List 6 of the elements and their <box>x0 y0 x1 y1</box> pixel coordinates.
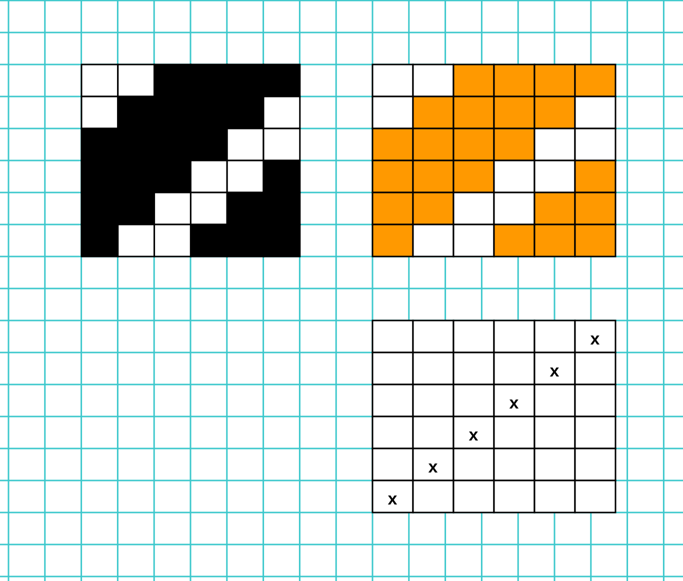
cell-mark: x <box>428 458 438 475</box>
cell-mark: x <box>388 490 398 507</box>
cell-mark: x <box>590 330 600 347</box>
cell-mark: x <box>509 394 519 411</box>
cell-mark: x <box>550 362 560 379</box>
cell-mark: x <box>468 426 478 443</box>
